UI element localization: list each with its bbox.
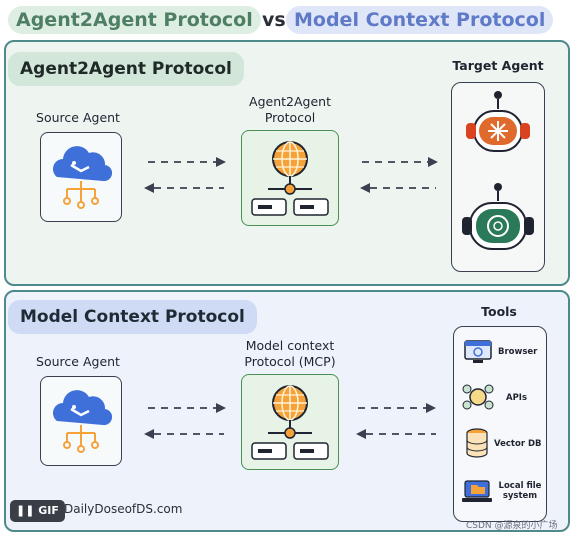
header-title-a2a: Agent2Agent Protocol [8,6,261,34]
arrow-right-head [216,157,226,167]
a2a-protocol-label: Agent2Agent Protocol [249,94,331,125]
header-title-mcp: Model Context Protocol [286,6,554,34]
header-title-vs: vs. [262,9,293,31]
database-icon [466,428,488,458]
arrow-right-head [216,403,226,413]
arrow-right-head [426,403,436,413]
a2a-right-arrows [360,157,438,193]
a2a-target-label: Target Agent [452,58,544,73]
mcp-section-title: Model Context Protocol [8,300,257,334]
gif-pause-badge[interactable]: ❚❚ GIF [10,500,65,522]
cloud-network-icon [53,390,113,453]
tool-local-file-label: Local file system [498,481,542,501]
arrow-right-head [428,157,438,167]
arrow-left-head [356,429,366,439]
mcp-left-arrows [144,403,226,439]
a2a-left-arrows [144,157,226,193]
a2a-target-agent-box [451,82,545,272]
tool-apis-label: APIs [506,393,528,403]
arrow-left-head [144,183,154,193]
arrow-left-head [144,429,154,439]
header: Agent2Agent Protocol vs. Model Context P… [0,0,573,40]
mcp-source-label: Source Agent [36,354,120,369]
tool-vector-db-label: Vector DB [494,439,542,449]
mcp-tools-label: Tools [481,304,517,319]
robot-agents-icon [462,91,534,250]
api-icon [462,384,494,410]
mcp-protocol-box [241,374,339,470]
a2a-section-title: Agent2Agent Protocol [8,52,244,86]
globe-server-icon [251,141,329,216]
arrow-left-head [360,183,370,193]
mcp-right-arrows [356,403,436,439]
tool-browser-label: Browser [498,347,538,357]
source-url: DailyDoseofDS.com [64,502,183,516]
a2a-source-agent-box [40,132,122,222]
laptop-folder-icon [462,480,492,502]
mcp-source-agent-box [40,376,122,466]
cloud-network-icon [53,146,113,209]
a2a-protocol-box [241,130,339,226]
a2a-source-label: Source Agent [36,110,120,125]
browser-icon [464,340,492,363]
globe-server-icon [251,385,329,460]
csdn-watermark: CSDN @源泉的小广场 [466,521,558,531]
mcp-protocol-label: Model context Protocol (MCP) [244,338,336,369]
mcp-tools-box: Browser APIs Vector DB Local file system [453,326,547,522]
